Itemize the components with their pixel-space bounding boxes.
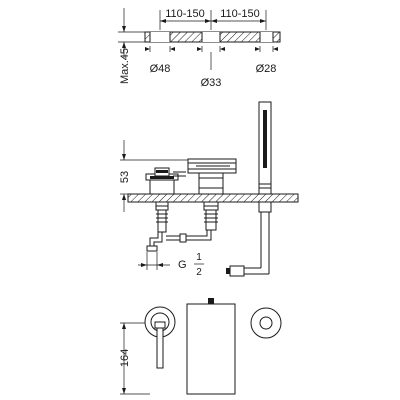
diameter-left-label: Ø48 — [150, 63, 171, 75]
hand-shower — [258, 101, 272, 195]
mixer-connections — [146, 201, 212, 252]
shower-front — [250, 307, 282, 339]
top-view: 110-150 110-150 Ø48 Ø33 Ø28 Max.45 — [118, 8, 281, 89]
mixer-body — [145, 167, 186, 195]
diameter-right-label: Ø28 — [256, 63, 277, 75]
spacing-right-label: 110-150 — [220, 8, 260, 20]
front-view: 164 — [119, 298, 282, 395]
max-deck-label: Max.45 — [119, 48, 131, 84]
spout-body — [187, 158, 237, 195]
spout-height-label: 164 — [119, 349, 131, 367]
spacing-left-label: 110-150 — [165, 8, 205, 20]
spout-front — [186, 298, 236, 395]
side-elevation: 53 — [119, 101, 299, 278]
thread-denominator-label: 2 — [196, 267, 202, 278]
thread-prefix-label: G — [178, 259, 187, 271]
deck-elevation — [127, 193, 299, 203]
thread-numerator-label: 1 — [196, 252, 202, 263]
mixer-front — [144, 306, 176, 369]
shower-hose — [226, 201, 272, 277]
spout-connection — [203, 201, 219, 231]
diameter-center-label: Ø33 — [201, 77, 222, 89]
height-above-deck-label: 53 — [119, 171, 131, 183]
